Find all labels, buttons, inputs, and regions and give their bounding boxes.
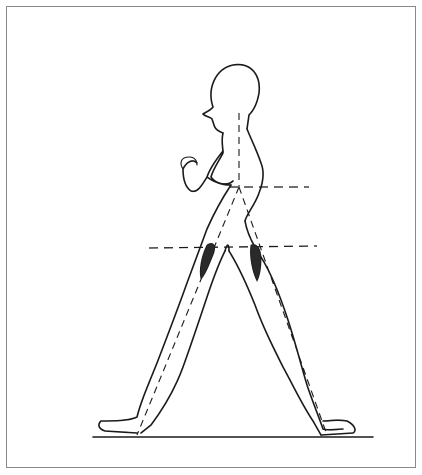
- back-leg-outline: [229, 221, 343, 435]
- torso-front-outline: [211, 133, 231, 185]
- crotch-outline: [225, 245, 229, 251]
- front-leg-outline: [99, 185, 231, 433]
- torso-back-outline: [245, 129, 263, 221]
- hip-level-line: [149, 246, 317, 248]
- front-hip-muscle-mark: [200, 243, 214, 279]
- figure-frame: [6, 6, 416, 468]
- head-outline: [203, 65, 259, 133]
- back-leg-axis-line: [239, 187, 327, 435]
- back-foot-outline: [321, 420, 355, 435]
- back-hip-muscle-mark: [250, 245, 261, 281]
- front-leg-axis-line: [137, 187, 239, 435]
